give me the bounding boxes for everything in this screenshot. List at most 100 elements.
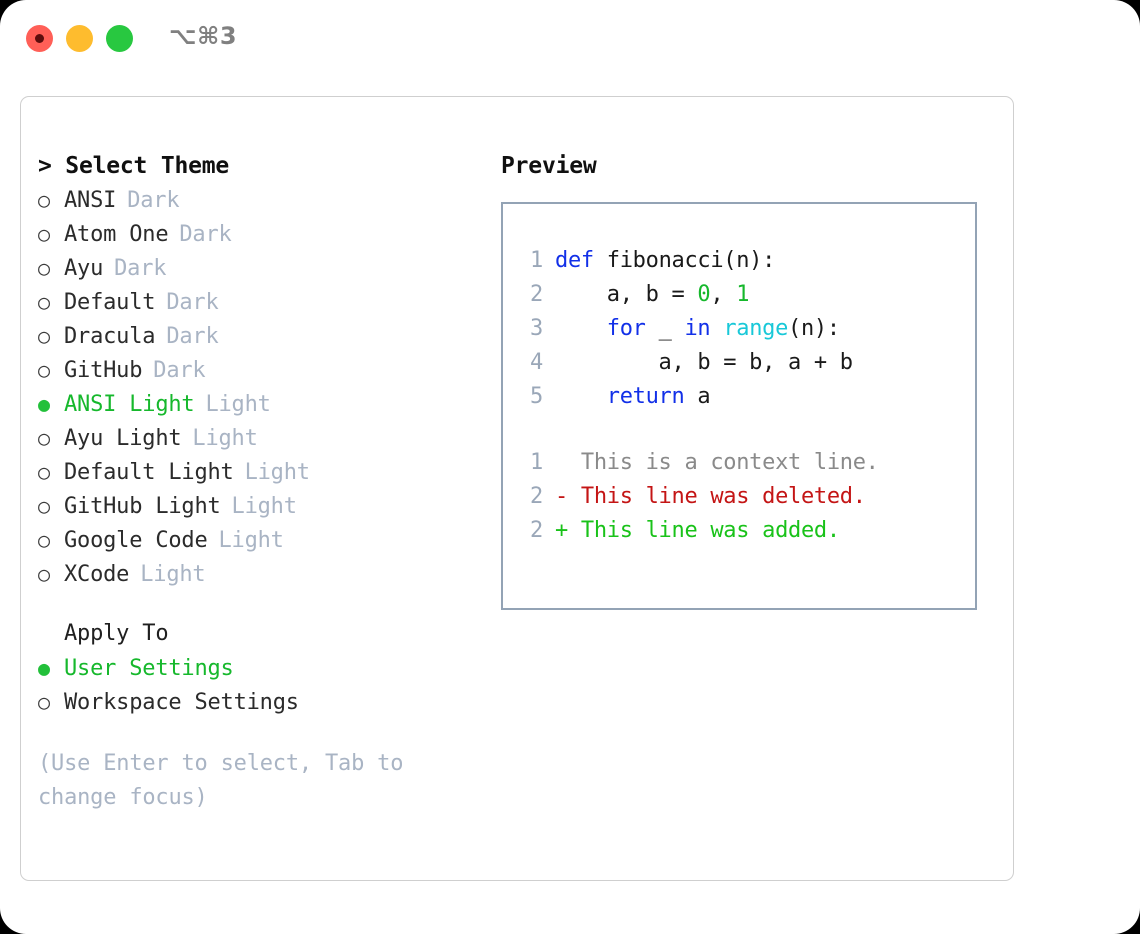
diff-marker (555, 450, 581, 475)
radio-unselected-icon: ○ (38, 528, 50, 552)
theme-option-github[interactable]: ○ GitHub Dark (38, 353, 488, 387)
theme-option-tag: Dark (127, 188, 180, 213)
theme-option-ayu[interactable]: ○ Ayu Dark (38, 251, 488, 285)
code-token: for (606, 316, 646, 341)
diff-line-number: 1 (530, 450, 543, 475)
line-number: 2 (530, 282, 543, 307)
radio-unselected-icon: ○ (38, 426, 50, 450)
code-token: a, b = (555, 282, 698, 307)
apply-to-header: Apply To (64, 621, 169, 646)
diff-line-number: 2 (530, 484, 543, 509)
theme-option-label: Ayu (64, 256, 104, 281)
keyboard-shortcut-label: ⌥⌘3 (169, 22, 238, 50)
code-token: (n): (788, 316, 840, 341)
theme-option-tag: Dark (114, 256, 167, 281)
theme-option-ansi[interactable]: ○ ANSI Dark (38, 183, 488, 217)
theme-option-label: GitHub (64, 358, 143, 383)
theme-option-label: XCode (64, 562, 130, 587)
code-token: in (684, 316, 711, 341)
theme-option-label: GitHub Light (64, 494, 221, 519)
radio-unselected-icon: ○ (38, 562, 50, 586)
theme-option-tag: Light (244, 460, 310, 485)
line-number: 5 (530, 384, 543, 409)
theme-option-xcode[interactable]: ○ XCode Light (38, 557, 488, 591)
radio-unselected-icon: ○ (38, 256, 50, 280)
theme-option-label: Ayu Light (64, 426, 182, 451)
apply-to-option-label: User Settings (64, 656, 234, 681)
radio-unselected-icon: ○ (38, 188, 50, 212)
code-token: range (723, 316, 789, 341)
list-spacer (38, 591, 488, 617)
theme-option-google-code[interactable]: ○ Google Code Light (38, 523, 488, 557)
maximize-button[interactable] (106, 25, 133, 52)
theme-option-label: Default (64, 290, 156, 315)
apply-to-list[interactable]: ● User Settings ○Workspace Settings (38, 651, 488, 719)
code-token: _ (645, 316, 685, 341)
window-titlebar: ⌥⌘3 (0, 0, 1140, 78)
theme-option-label: Google Code (64, 528, 208, 553)
apply-to-option-workspace-settings[interactable]: ○Workspace Settings (38, 685, 488, 719)
close-button[interactable] (26, 25, 53, 52)
keyboard-hint: (Use Enter to select, Tab to change focu… (38, 751, 404, 810)
code-token: 1 (736, 282, 750, 307)
apply-to-option-user-settings[interactable]: ● User Settings (38, 651, 488, 685)
line-number: 4 (530, 350, 543, 375)
theme-option-label: ANSI (64, 188, 117, 213)
code-line: 4 a, b = b, a + b (515, 346, 853, 380)
theme-option-label: Atom One (64, 222, 169, 247)
code-token: a (684, 384, 711, 409)
theme-list-header: > Select Theme (38, 153, 230, 179)
traffic-lights (26, 25, 133, 52)
radio-unselected-icon: ○ (38, 324, 50, 348)
theme-option-tag: Light (218, 528, 284, 553)
radio-unselected-icon: ○ (38, 460, 50, 484)
theme-option-ayu-light[interactable]: ○ Ayu Light Light (38, 421, 488, 455)
theme-option-default-light[interactable]: ○ Default Light Light (38, 455, 488, 489)
diff-text: This line was deleted. (580, 484, 866, 509)
radio-unselected-icon: ○ (38, 222, 50, 246)
minimize-button[interactable] (66, 25, 93, 52)
diff-sample: 1 This is a context line.2- This line wa… (515, 446, 879, 548)
theme-option-tag: Dark (153, 358, 206, 383)
diff-marker: - (555, 484, 581, 509)
radio-unselected-icon: ○ (38, 358, 50, 382)
code-token: def (555, 248, 594, 273)
code-token: a, b = b, a + b (555, 350, 854, 375)
code-token: return (606, 384, 685, 409)
theme-option-tag: Light (231, 494, 297, 519)
diff-line: 2+ This line was added. (515, 514, 879, 548)
code-token (555, 316, 607, 341)
radio-selected-icon: ● (38, 656, 50, 680)
code-token (555, 384, 607, 409)
code-line: 2 a, b = 0, 1 (515, 278, 853, 312)
theme-option-label: ANSI Light (64, 392, 195, 417)
theme-option-ansi-light[interactable]: ● ANSI Light Light (38, 387, 488, 421)
theme-option-tag: Light (140, 562, 206, 587)
theme-option-label: Default Light (64, 460, 234, 485)
line-number: 1 (530, 248, 543, 273)
theme-option-tag: Light (192, 426, 258, 451)
apply-to-option-label: Workspace Settings (64, 690, 299, 715)
code-token: , (710, 282, 737, 307)
diff-line: 2- This line was deleted. (515, 480, 879, 514)
code-token (710, 316, 723, 341)
code-line: 5 return a (515, 380, 853, 414)
radio-selected-icon: ● (38, 392, 50, 416)
line-number: 3 (530, 316, 543, 341)
theme-option-tag: Light (205, 392, 271, 417)
radio-unselected-icon: ○ (38, 290, 50, 314)
theme-option-tag: Dark (166, 324, 219, 349)
code-line: 3 for _ in range(n): (515, 312, 853, 346)
code-token: 0 (697, 282, 711, 307)
diff-line-number: 2 (530, 518, 543, 543)
